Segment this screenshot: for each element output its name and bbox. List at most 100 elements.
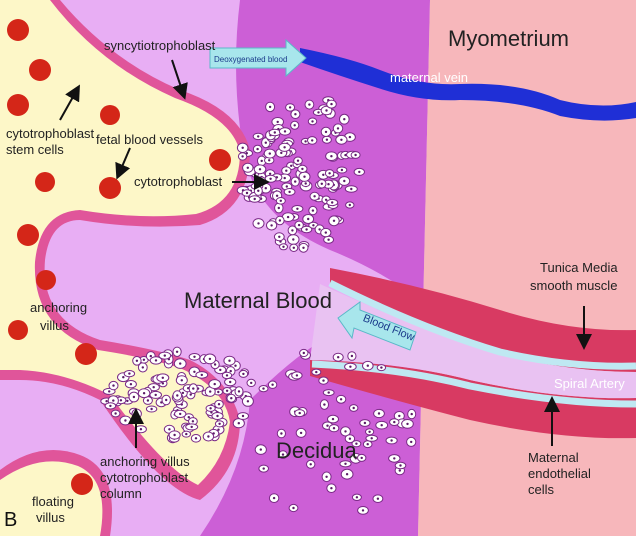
cell-nucleus xyxy=(162,377,164,379)
cell-nucleus xyxy=(310,463,312,465)
cell-nucleus xyxy=(247,167,249,169)
cell-nucleus xyxy=(256,148,258,150)
cell-nucleus xyxy=(337,127,339,129)
cell-nucleus xyxy=(305,228,307,230)
cell-nucleus xyxy=(230,397,232,399)
cell-nucleus xyxy=(353,407,355,409)
cell-nucleus xyxy=(265,142,267,144)
cell-nucleus xyxy=(330,487,332,489)
label-syncytiotrophoblast: syncytiotrophoblast xyxy=(104,38,216,53)
cell-nucleus xyxy=(124,419,126,421)
cell-nucleus xyxy=(265,187,267,189)
cell-nucleus xyxy=(284,130,286,132)
cell-nucleus xyxy=(313,195,315,197)
cell-nucleus xyxy=(399,464,401,466)
label-column-1: anchoring villus xyxy=(100,454,190,469)
cell-nucleus xyxy=(356,496,358,498)
label-maternal-vein: maternal vein xyxy=(390,70,468,85)
cell-nucleus xyxy=(300,432,302,434)
cell-nucleus xyxy=(354,154,356,156)
cell-nucleus xyxy=(126,400,128,402)
cell-nucleus xyxy=(368,431,370,433)
cell-nucleus xyxy=(330,155,332,157)
cell-nucleus xyxy=(238,390,240,392)
cell-nucleus xyxy=(242,415,244,417)
cell-nucleus xyxy=(367,365,369,367)
cell-nucleus xyxy=(406,423,408,425)
cell-nucleus xyxy=(393,457,395,459)
cell-nucleus xyxy=(361,457,363,459)
cell-nucleus xyxy=(195,437,197,439)
cell-nucleus xyxy=(270,224,272,226)
label-column-3: column xyxy=(100,486,142,501)
cell-nucleus xyxy=(344,430,346,432)
cell-nucleus xyxy=(322,174,324,176)
cell-nucleus xyxy=(286,185,288,187)
cell-nucleus xyxy=(257,190,259,192)
cell-nucleus xyxy=(326,139,328,141)
cell-nucleus xyxy=(190,393,192,395)
cell-nucleus xyxy=(282,246,284,248)
cell-nucleus xyxy=(358,171,360,173)
cell-nucleus xyxy=(155,394,157,396)
cell-nucleus xyxy=(280,152,282,154)
cell-nucleus xyxy=(136,360,138,362)
cell-nucleus xyxy=(192,387,194,389)
cell-nucleus xyxy=(109,405,111,407)
cell-nucleus xyxy=(325,109,327,111)
cell-nucleus xyxy=(105,400,107,402)
cell-nucleus xyxy=(193,371,195,373)
cell-nucleus xyxy=(277,121,279,123)
cell-nucleus xyxy=(201,374,203,376)
cell-nucleus xyxy=(269,173,271,175)
cell-nucleus xyxy=(315,371,317,373)
cell-nucleus xyxy=(293,247,295,249)
cell-nucleus xyxy=(108,390,110,392)
label-spiral-artery: Spiral Artery xyxy=(554,376,625,391)
cell-nucleus xyxy=(207,435,209,437)
cell-nucleus xyxy=(142,366,144,368)
cell-nucleus xyxy=(299,412,301,414)
cell-nucleus xyxy=(114,412,116,414)
cell-nucleus xyxy=(214,383,216,385)
cell-nucleus xyxy=(191,426,193,428)
cell-nucleus xyxy=(181,379,183,381)
cell-nucleus xyxy=(280,432,282,434)
cell-nucleus xyxy=(328,391,330,393)
cell-nucleus xyxy=(280,200,282,202)
cell-nucleus xyxy=(321,183,323,185)
label-endothelial-1: Maternal xyxy=(528,450,579,465)
cell-nucleus xyxy=(312,209,314,211)
cell-nucleus xyxy=(229,381,231,383)
cell-nucleus xyxy=(276,195,278,197)
cell-nucleus xyxy=(341,169,343,171)
cell-nucleus xyxy=(226,390,228,392)
cell-nucleus xyxy=(410,441,412,443)
cell-nucleus xyxy=(294,113,296,115)
cell-nucleus xyxy=(328,172,330,174)
cell-nucleus xyxy=(343,118,345,120)
cell-nucleus xyxy=(278,207,280,209)
cell-nucleus xyxy=(164,354,166,356)
cell-nucleus xyxy=(263,467,265,469)
cell-nucleus xyxy=(241,155,243,157)
cell-nucleus xyxy=(393,421,395,423)
cell-nucleus xyxy=(179,362,181,364)
cell-nucleus xyxy=(346,473,348,475)
cell-nucleus xyxy=(364,422,366,424)
cell-nucleus xyxy=(262,387,264,389)
cell-nucleus xyxy=(246,192,248,194)
cell-nucleus xyxy=(399,469,401,471)
cell-nucleus xyxy=(349,204,351,206)
cell-nucleus xyxy=(140,428,142,430)
cell-nucleus xyxy=(362,509,364,511)
cell-nucleus xyxy=(257,135,259,137)
cell-nucleus xyxy=(238,422,240,424)
cell-nucleus xyxy=(219,369,221,371)
cell-nucleus xyxy=(128,372,130,374)
cell-nucleus xyxy=(273,497,275,499)
cell-nucleus xyxy=(153,386,155,388)
cell-nucleus xyxy=(343,180,345,182)
cell-nucleus xyxy=(284,177,286,179)
cell-nucleus xyxy=(289,106,291,108)
